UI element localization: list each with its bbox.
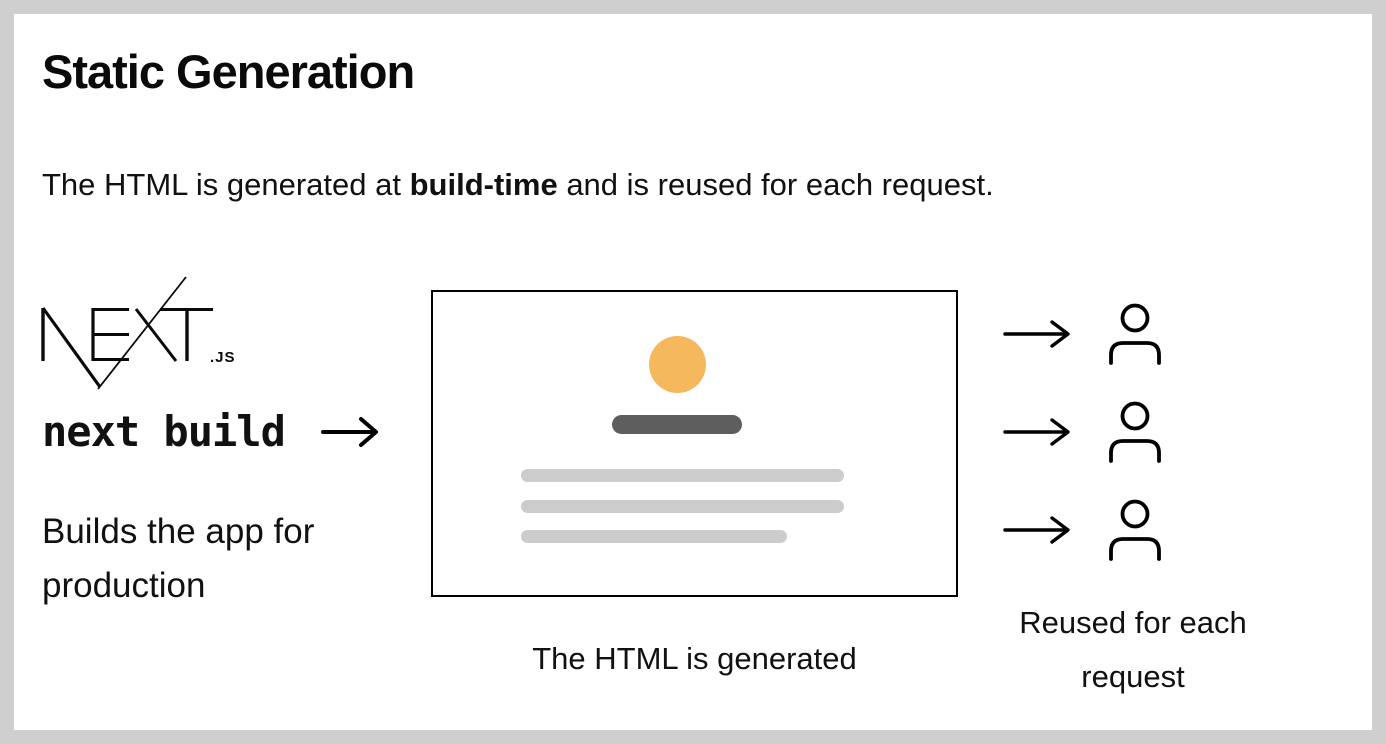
text-placeholder-bar [521, 500, 844, 513]
build-description: Builds the app for production [42, 512, 315, 605]
heading-placeholder-bar [612, 415, 742, 434]
arrow-right-icon [1003, 516, 1070, 544]
document-caption: The HTML is generated [532, 641, 857, 676]
text-placeholder-bar [521, 469, 844, 482]
requests-caption: Reused for each request [1019, 605, 1247, 694]
next-build-command: next build [42, 407, 286, 456]
user-icon [1109, 401, 1161, 463]
request-row [1003, 401, 1163, 463]
user-icon [1109, 499, 1161, 561]
generated-html-box [431, 290, 958, 597]
intro-post: and is reused for each request. [557, 167, 994, 202]
intro-pre: The HTML is generated at [42, 167, 410, 202]
intro-bold: build-time [409, 167, 558, 202]
request-row [1003, 303, 1163, 365]
arrow-right-icon [1003, 418, 1070, 446]
logo-js-suffix: .JS [210, 349, 236, 366]
build-command-row: next build [42, 407, 381, 456]
request-row [1003, 499, 1163, 561]
user-icon [1109, 303, 1161, 365]
page-title: Static Generation [42, 45, 415, 98]
intro-text: The HTML is generated at build-time and … [42, 167, 994, 203]
nextjs-logo-icon: .JS [41, 276, 236, 390]
arrow-right-icon [1003, 320, 1070, 348]
avatar-placeholder [649, 336, 706, 393]
arrow-right-icon [320, 416, 378, 447]
text-placeholder-bar [521, 530, 787, 543]
